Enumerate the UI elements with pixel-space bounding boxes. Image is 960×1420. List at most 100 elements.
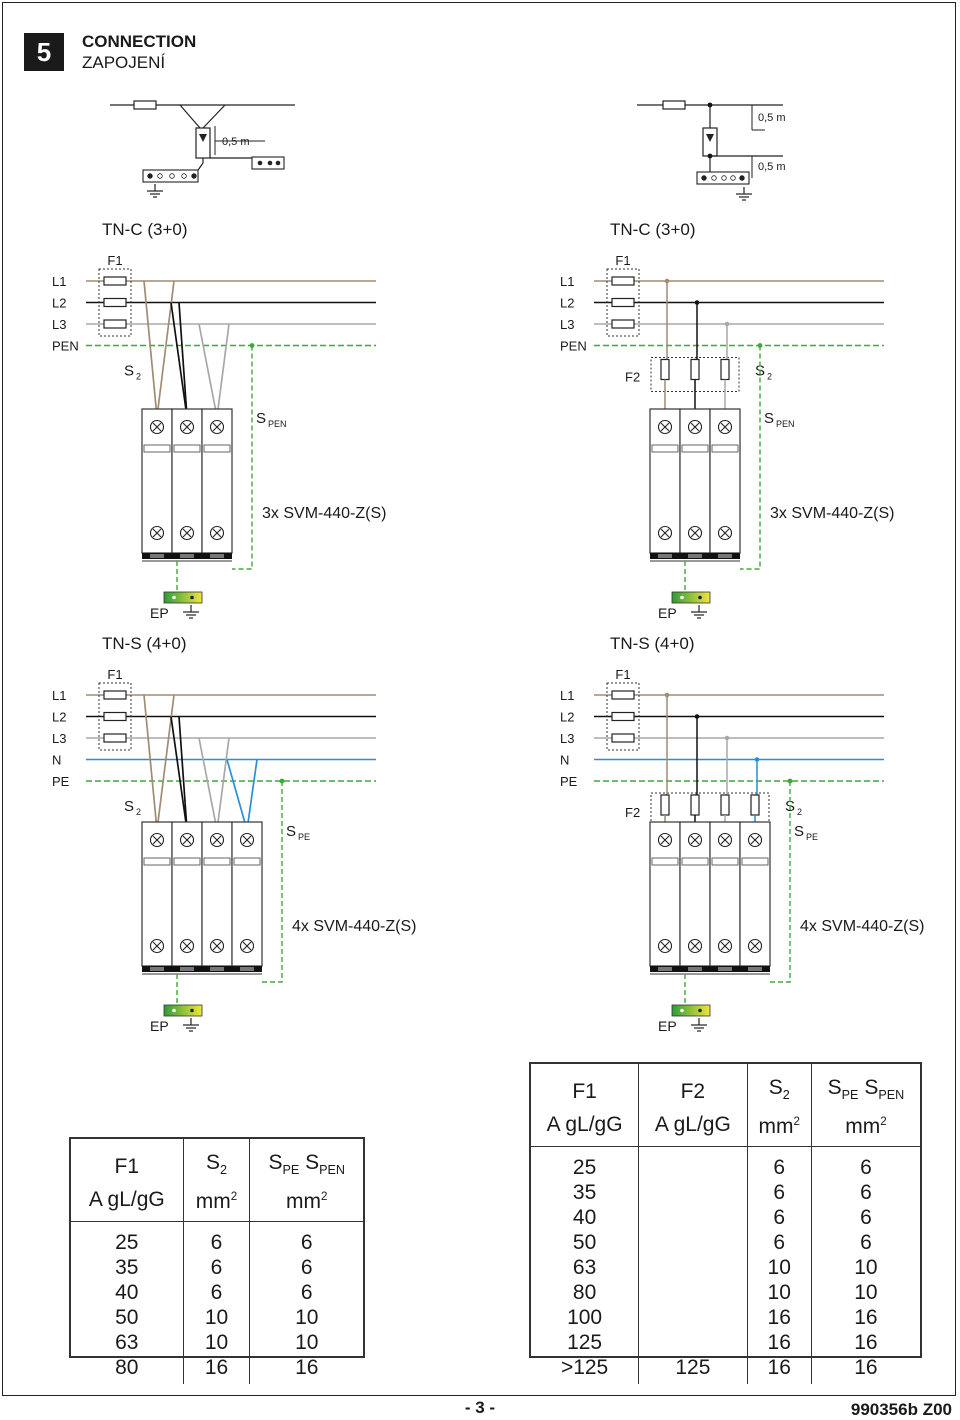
screw-slot	[212, 528, 222, 538]
rail-clip	[688, 967, 702, 971]
screw-slot	[720, 941, 730, 951]
terminal-hole	[711, 175, 717, 181]
line-label: L3	[52, 317, 66, 332]
label-sub: PEN	[776, 419, 795, 429]
label-main: S	[286, 823, 296, 840]
system-title: TN-C (3+0)	[610, 220, 695, 239]
screw-slot	[690, 941, 700, 951]
bar-hole	[172, 595, 176, 600]
rail-clip	[210, 967, 224, 971]
fuse-icon	[103, 711, 127, 722]
line-label: N	[52, 753, 61, 768]
terminal-hole	[730, 175, 736, 181]
table-cell: 16	[746, 1330, 812, 1356]
system-title: TN-S (4+0)	[102, 634, 187, 653]
label-sub: 2	[136, 807, 141, 817]
screw-terminal-icon	[239, 938, 255, 954]
fuse-icon	[662, 100, 686, 110]
screw-terminal-icon	[179, 938, 195, 954]
f1-label: F1	[615, 253, 630, 268]
th-f2: F2	[638, 1064, 748, 1110]
equipotential-bar	[163, 591, 203, 604]
table-cell: 6	[746, 1205, 812, 1231]
spd-window	[233, 857, 261, 866]
line-label: PEN	[560, 339, 587, 354]
din-rail	[650, 966, 770, 972]
ground-icon	[691, 605, 707, 619]
label-main: S	[764, 410, 774, 427]
tap-wire	[202, 104, 226, 129]
f1-label: F1	[615, 667, 630, 682]
screw-slot	[660, 941, 670, 951]
spd-window	[143, 444, 171, 453]
table-cell: 6	[746, 1146, 812, 1181]
screw-slot	[182, 835, 192, 845]
connection-L3	[198, 737, 218, 831]
terminal-hole	[267, 160, 273, 166]
table-cell: 10	[746, 1255, 812, 1281]
line-label: PE	[52, 774, 70, 789]
th-unit-a: A gL/gG	[71, 1184, 184, 1223]
screw-terminal-icon	[149, 525, 165, 541]
screw-slot	[152, 835, 162, 845]
screw-terminal-icon	[717, 938, 733, 954]
screw-terminal-icon	[657, 525, 673, 541]
distance-label: 0,5 m	[758, 112, 786, 124]
table-cell: 10	[182, 1305, 250, 1331]
system-title: TN-S (4+0)	[610, 634, 695, 653]
screw-terminal-icon	[657, 419, 673, 435]
ep-label: EP	[150, 1018, 169, 1034]
fuse-icon	[611, 276, 635, 286]
table-cell	[638, 1255, 748, 1281]
fuse-icon	[720, 358, 730, 381]
fuse-icon	[660, 794, 670, 816]
connection-L1	[156, 280, 175, 418]
spd-window	[143, 857, 171, 866]
fuse-icon	[611, 297, 635, 308]
table-cell: 40	[572, 1206, 597, 1230]
spd-window	[203, 857, 231, 866]
rail-clip	[718, 967, 732, 971]
screw-slot	[182, 941, 192, 951]
connection-L3	[198, 323, 218, 418]
line-label: L1	[560, 688, 574, 703]
table-cell: 10	[810, 1280, 920, 1306]
spd-window	[681, 444, 709, 453]
table-cell: 16	[746, 1355, 812, 1385]
screw-slot	[242, 835, 252, 845]
ground-icon	[147, 184, 163, 198]
screw-slot	[720, 422, 730, 432]
connection-L1	[665, 281, 668, 361]
distance-label: 0,5 m	[758, 161, 786, 173]
f2-label: F2	[625, 805, 640, 820]
table-cell: 50	[115, 1306, 139, 1330]
page-number: - 3 -	[464, 1398, 496, 1417]
screw-slot	[242, 941, 252, 951]
ground-icon	[183, 605, 199, 619]
bar-hole	[698, 1008, 702, 1013]
rail-clip	[240, 967, 254, 971]
terminal-hole	[191, 173, 197, 179]
th-unit-mm2: mm2	[249, 1184, 363, 1223]
screw-terminal-icon	[687, 938, 703, 954]
table-cell	[638, 1330, 748, 1356]
table-cell: 50	[572, 1231, 597, 1255]
th-unit-mm: mm2	[182, 1184, 250, 1223]
screw-slot	[212, 422, 222, 432]
screw-terminal-icon	[687, 832, 703, 848]
spd-window	[681, 857, 709, 866]
connection-L2	[178, 302, 188, 418]
spd-window	[203, 444, 231, 453]
screw-terminal-icon	[717, 525, 733, 541]
screw-slot	[720, 835, 730, 845]
line-label: L3	[52, 731, 66, 746]
rail-clip	[718, 554, 732, 558]
